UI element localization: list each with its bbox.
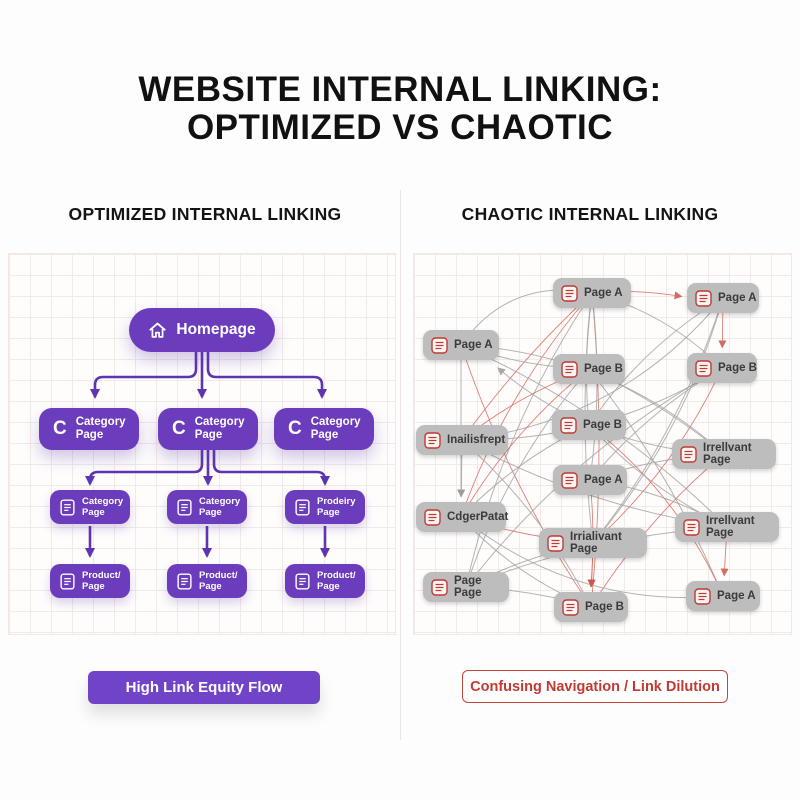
node-label: Inailisfrept — [447, 434, 506, 446]
doc-icon — [60, 572, 75, 590]
chaotic-node: CdgerPatat — [416, 502, 509, 532]
node-label: Page B — [718, 362, 757, 374]
node-label: Page A — [717, 590, 756, 602]
node-label: Product/Page — [82, 570, 121, 592]
doc-icon-red — [683, 518, 700, 536]
panel-divider — [400, 190, 401, 740]
doc-icon-red — [431, 336, 448, 354]
tree-node: Product/Page — [285, 564, 365, 598]
doc-icon — [60, 498, 75, 516]
node-label: Page B — [585, 601, 624, 613]
node-label: Product/Page — [199, 570, 238, 592]
chaotic-node: Irrialivant Page — [539, 528, 647, 558]
node-label: Irrialivant Page — [570, 531, 622, 555]
chaotic-node: Page A — [423, 330, 499, 360]
c-icon: C — [288, 418, 302, 439]
doc-icon-red — [431, 578, 448, 596]
doc-icon-red — [694, 587, 711, 605]
page-title: WEBSITE INTERNAL LINKING: OPTIMIZED VS C… — [0, 71, 800, 147]
doc-icon — [177, 498, 192, 516]
c-icon: C — [53, 418, 67, 439]
tree-node: Product/Page — [167, 564, 247, 598]
node-label: Page A — [584, 474, 623, 486]
doc-icon-red — [560, 416, 577, 434]
doc-icon-red — [695, 359, 712, 377]
node-label: CdgerPatat — [447, 511, 509, 523]
chaotic-node: Inailisfrept — [416, 425, 508, 455]
chaotic-node: Irrellvant Page — [675, 512, 779, 542]
doc-icon-red — [561, 471, 578, 489]
chaotic-node: Page A — [686, 581, 760, 611]
doc-icon — [295, 572, 310, 590]
chaotic-node: Page B — [553, 354, 625, 384]
tree-node: Homepage — [129, 308, 275, 352]
doc-icon-red — [561, 284, 578, 302]
doc-icon — [177, 572, 192, 590]
home-icon — [148, 321, 167, 340]
node-label: Product/Page — [317, 570, 356, 592]
node-label: Page A — [584, 287, 623, 299]
high-link-equity-banner: High Link Equity Flow — [88, 671, 320, 704]
node-label: Homepage — [176, 321, 256, 338]
chaotic-node: Page A — [553, 278, 631, 308]
node-label: Page Page — [454, 575, 482, 599]
node-label: Page A — [454, 339, 493, 351]
chaotic-node: Irrellvant Page — [672, 439, 776, 469]
confusing-navigation-banner: Confusing Navigation / Link Dilution — [462, 670, 728, 703]
chaotic-node: Page Page — [423, 572, 509, 602]
optimized-panel-heading: OPTIMIZED INTERNAL LINKING — [68, 204, 342, 224]
doc-icon-red — [562, 598, 579, 616]
c-icon: C — [172, 418, 186, 439]
chaotic-panel-heading: CHAOTIC INTERNAL LINKING — [461, 204, 719, 224]
node-label: Page B — [583, 419, 622, 431]
doc-icon-red — [695, 289, 712, 307]
page-title-line1: WEBSITE INTERNAL LINKING: — [138, 70, 662, 110]
doc-icon-red — [680, 445, 697, 463]
doc-icon — [295, 498, 310, 516]
chaotic-node: Page A — [687, 283, 759, 313]
page-title-line2: OPTIMIZED VS CHAOTIC — [186, 108, 614, 148]
doc-icon-red — [561, 360, 578, 378]
tree-node: Product/Page — [50, 564, 130, 598]
chaotic-node: Page B — [552, 410, 626, 440]
doc-icon-red — [547, 534, 564, 552]
chaotic-node: Page A — [553, 465, 627, 495]
doc-icon-red — [424, 508, 441, 526]
chaotic-node: Page B — [554, 592, 628, 622]
node-label: Page B — [584, 363, 623, 375]
chaotic-node: Page B — [687, 353, 757, 383]
node-label: Irrellvant Page — [703, 442, 752, 466]
node-label: Irrellvant Page — [706, 515, 755, 539]
node-label: Page A — [718, 292, 757, 304]
doc-icon-red — [424, 431, 441, 449]
